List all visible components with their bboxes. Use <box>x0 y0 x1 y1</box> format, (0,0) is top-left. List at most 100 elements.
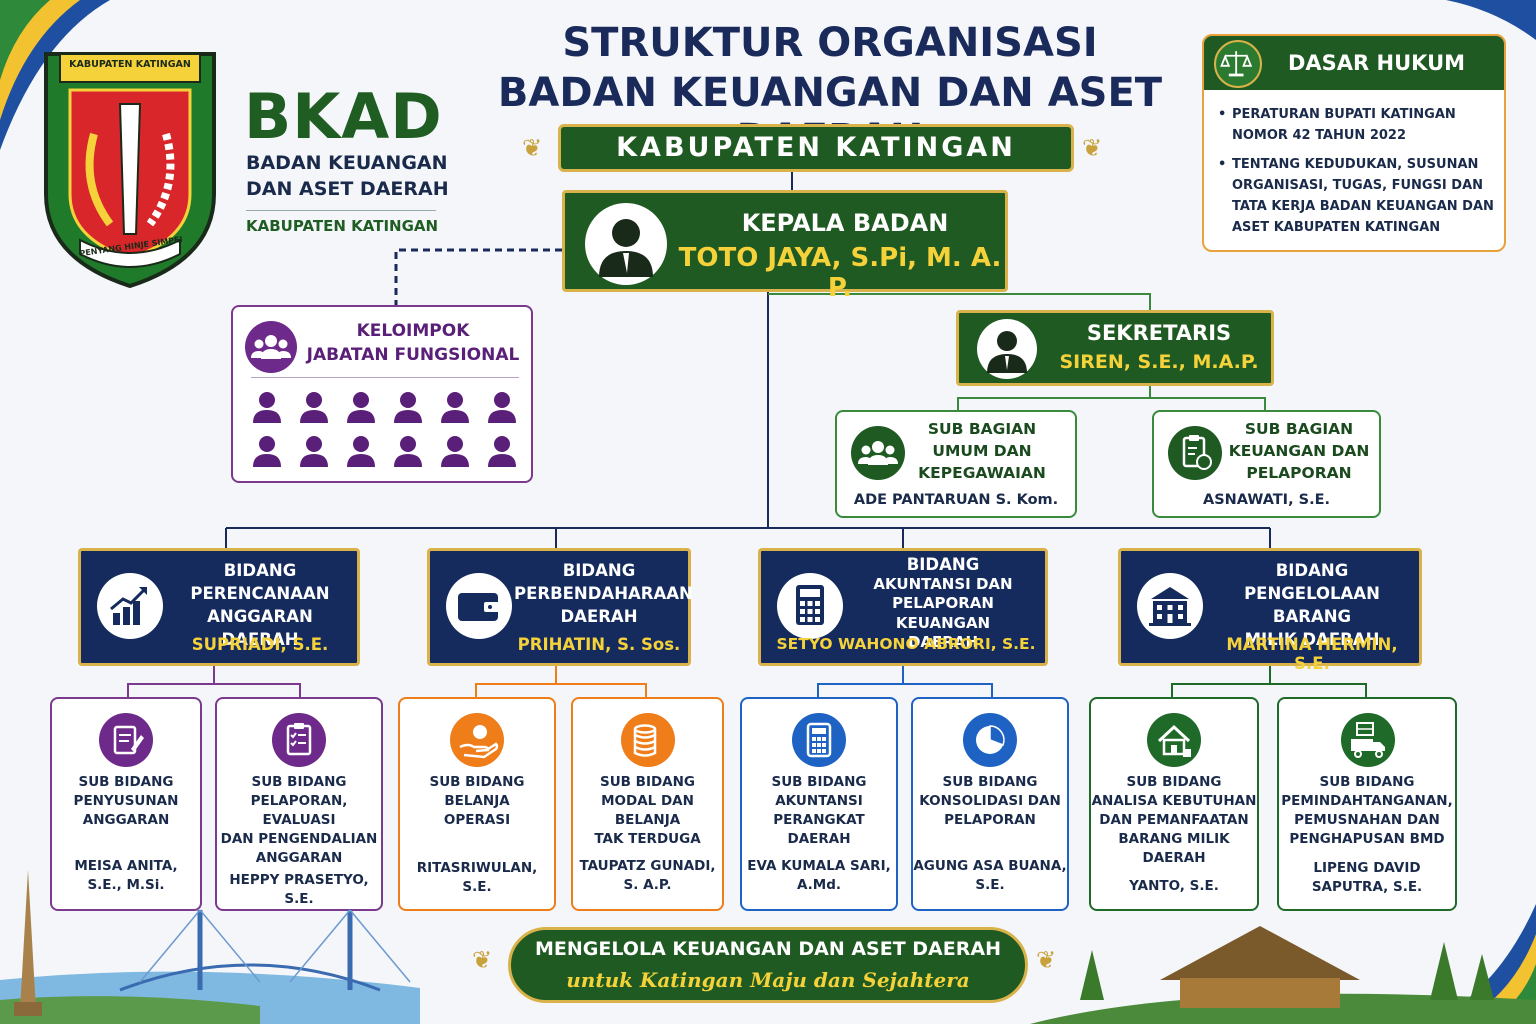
sub-section-title-line: SUB BAGIAN <box>1244 420 1354 438</box>
scales-icon <box>1214 40 1262 88</box>
division-title-line: ANGGARAN DAERAH <box>207 607 313 649</box>
sub-section-head-name: ADE PANTARUAN S. Kom. <box>853 492 1059 508</box>
sub-division-asset-transfer-disposal: SUB BIDANG PEMINDAHTANGANAN, PEMUSNAHAN … <box>1277 697 1457 911</box>
sub-division-title-line: PERANGKAT <box>773 812 865 828</box>
truck-icon <box>1341 713 1395 767</box>
division-accounting-reporting: BIDANG AKUNTANSI DAN PELAPORAN KEUANGAN … <box>758 548 1048 666</box>
sub-division-title-line: SUB BIDANG <box>942 774 1038 790</box>
clipboard-money-icon <box>1168 426 1222 480</box>
crest-banner-text: KABUPATEN KATINGAN <box>69 59 191 70</box>
sub-division-head-name-line: RITASRIWULAN, S.E. <box>416 860 538 895</box>
coin-stack-icon <box>621 713 675 767</box>
division-title-line: AKUNTANSI DAN <box>873 574 1013 593</box>
division-title-line: BIDANG <box>906 555 980 574</box>
sub-division-head-name: YANTO, S.E. <box>1091 877 1257 896</box>
brand-acronym: BKAD <box>244 80 443 153</box>
ornament-left-icon: ❦ <box>522 134 543 162</box>
legal-basis-item: PERATURAN BUPATI KATINGAN NOMOR 42 TAHUN… <box>1214 104 1502 146</box>
building-icon <box>1137 573 1203 639</box>
sub-division-title-line: SUB BIDANG <box>1126 774 1222 790</box>
chart-icon <box>97 573 163 639</box>
legal-basis-panel: DASAR HUKUM PERATURAN BUPATI KATINGAN NO… <box>1202 34 1506 252</box>
sub-division-title-line: DAN PENGENDALIAN <box>220 831 378 847</box>
functional-group-line-1: KELOIMPOK <box>356 321 470 341</box>
corner-ribbon-bottom-right <box>1426 904 1536 1024</box>
division-head-name: PRIHATIN, S. Sos. <box>517 635 681 654</box>
sub-division-title-line: PEMINDAHTANGANAN, <box>1281 793 1453 809</box>
sub-division-title-line: BELANJA <box>614 812 681 828</box>
sub-division-head-name: TAUPATZ GUNADI, S. A.P. <box>573 857 722 895</box>
regency-crest-logo <box>44 52 216 289</box>
ornament-right-icon: ❦ <box>1036 946 1057 974</box>
sub-division-title-line: KONSOLIDASI DAN <box>919 793 1061 809</box>
sub-division-head-name-line: S.E. <box>975 877 1005 893</box>
division-title-line: BIDANG <box>562 561 636 580</box>
sub-division-head-name-line: A.Md. <box>796 877 842 893</box>
sub-division-head-name-line: S. A.P. <box>623 877 672 893</box>
sub-division-consolidation-reporting: SUB BIDANG KONSOLIDASI DAN PELAPORAN AGU… <box>911 697 1069 911</box>
sub-section-title-line: KEUANGAN DAN <box>1228 442 1370 460</box>
sub-section-general-staffing: SUB BAGIAN UMUM DAN KEPEGAWAIAN ADE PANT… <box>835 410 1077 518</box>
sub-division-title: SUB BIDANG PELAPORAN, EVALUASI DAN PENGE… <box>217 773 381 868</box>
group-icon <box>245 321 297 373</box>
sub-division-head-name-line: YANTO, S.E. <box>1129 878 1219 894</box>
sub-division-head-name-line: SAPUTRA, S.E. <box>1311 879 1423 895</box>
sub-section-title-line: UMUM DAN <box>932 442 1032 460</box>
division-title: BIDANG PERBENDAHARAAN DAERAH <box>514 559 693 628</box>
division-title: BIDANG AKUNTANSI DAN PELAPORAN KEUANGAN … <box>845 555 1041 653</box>
sub-division-title-line: PELAPORAN, EVALUASI <box>250 793 348 828</box>
sub-division-title-line: TAK TERDUGA <box>594 831 701 847</box>
secretary-role: SEKRETARIS <box>1086 321 1232 345</box>
head-role: KEPALA BADAN <box>741 209 949 237</box>
pie-chart-icon <box>963 713 1017 767</box>
brand-region: KABUPATEN KATINGAN <box>246 217 439 235</box>
calculator-icon <box>777 573 843 639</box>
sub-division-head-name-line: EVA KUMALA SARI, <box>747 858 891 874</box>
sub-division-head-name-line: LIPENG DAVID <box>1313 860 1421 876</box>
sub-division-title-line: SUB BIDANG <box>429 774 525 790</box>
functional-group-divider <box>251 377 519 378</box>
sub-division-title-line: PENGHAPUSAN BMD <box>1289 831 1445 847</box>
sub-division-head-name: AGUNG ASA BUANA, S.E. <box>913 857 1067 895</box>
motto-banner: MENGELOLA KEUANGAN DAN ASET DAERAH untuk… <box>508 927 1028 1003</box>
sub-division-title-line: AKUNTANSI <box>775 793 863 809</box>
division-title-line: MILIK DAERAH <box>1244 630 1380 649</box>
secretary-box: SEKRETARIS SIREN, S.E., M.A.P. <box>956 310 1274 386</box>
brand-line-1: BADAN KEUANGAN <box>246 152 448 174</box>
region-banner: KABUPATEN KATINGAN <box>558 124 1074 172</box>
division-title-line: BIDANG <box>223 561 297 580</box>
division-title-line: PERBENDAHARAAN <box>514 584 693 603</box>
functional-group-line-2: JABATAN FUNGSIONAL <box>306 345 520 365</box>
sub-division-title-line: SUB BIDANG <box>771 774 867 790</box>
sub-division-title-line: ANGGARAN <box>255 850 343 866</box>
sub-division-title: SUB BIDANG MODAL DAN BELANJA TAK TERDUGA <box>573 773 722 849</box>
sub-division-title-line: OPERASI <box>443 812 511 828</box>
division-title-line: PELAPORAN KEUANGAN <box>892 594 994 632</box>
sub-division-title: SUB BIDANG ANALISA KEBUTUHAN DAN PEMANFA… <box>1091 773 1257 868</box>
sub-section-title: SUB BAGIAN UMUM DAN KEPEGAWAIAN <box>907 418 1057 484</box>
motto-line-2: untuk Katingan Maju dan Sejahtera <box>566 968 970 992</box>
sub-division-title-line: SUB BIDANG <box>1319 774 1415 790</box>
division-head-name: SETYO WAHONO ABRORI, S.E. <box>776 635 1036 653</box>
sub-division-head-name-line: AGUNG ASA BUANA, <box>913 858 1067 874</box>
house-icon <box>1147 713 1201 767</box>
sub-division-title-line: DAN PEMANFAATAN <box>1099 812 1249 828</box>
division-treasury: BIDANG PERBENDAHARAAN DAERAH PRIHATIN, S… <box>427 548 693 666</box>
sub-division-head-name: HEPPY PRASETYO, S.E. <box>217 871 381 909</box>
division-title-line: BIDANG <box>1275 561 1349 580</box>
sub-division-title: SUB BIDANG KONSOLIDASI DAN PELAPORAN <box>913 773 1067 830</box>
legal-basis-heading-text: DASAR HUKUM <box>1288 51 1466 75</box>
sub-division-title: SUB BIDANG BELANJA OPERASI <box>400 773 554 830</box>
ornament-right-icon: ❦ <box>1082 134 1103 162</box>
sub-division-head-name-line: TAUPATZ GUNADI, <box>579 858 716 874</box>
sub-division-head-name: MEISA ANITA, S.E., M.Si. <box>52 857 200 895</box>
division-title: BIDANG PERENCANAAN ANGGARAN DAERAH <box>167 559 353 651</box>
sub-division-operational-spending: SUB BIDANG BELANJA OPERASI RITASRIWULAN,… <box>398 697 556 911</box>
division-asset-management: BIDANG PENGELOLAAN BARANG MILIK DAERAH M… <box>1118 548 1422 673</box>
corner-ribbon-top-right <box>1446 0 1536 40</box>
division-head-name: MARTINA HERMIN, S.E. <box>1226 635 1398 673</box>
person-icon <box>585 203 667 285</box>
corner-ribbon-top-left <box>0 0 110 150</box>
sub-division-title: SUB BIDANG AKUNTANSI PERANGKAT DAERAH <box>742 773 896 849</box>
sub-division-head-name-line: MEISA ANITA, <box>74 858 178 874</box>
